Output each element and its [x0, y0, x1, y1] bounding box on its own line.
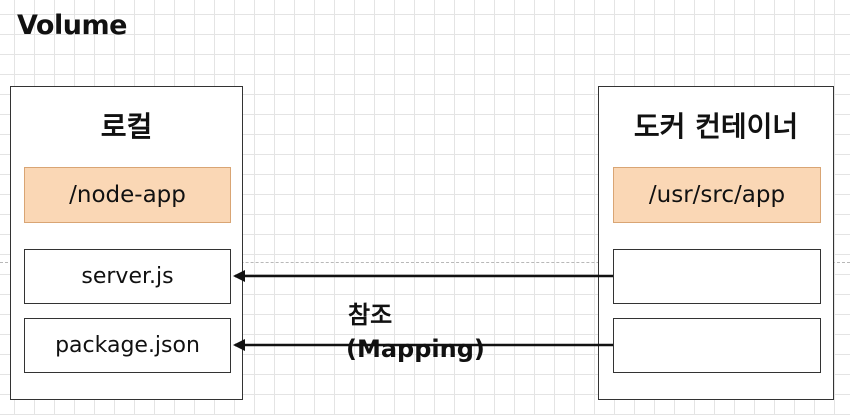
local-panel-title: 로컬	[100, 110, 153, 143]
mapping-label: 참조 (Mapping)	[346, 298, 485, 366]
dashed-guide-line	[0, 262, 850, 263]
mapping-label-korean: 참조	[348, 301, 393, 329]
docker-panel-title: 도커 컨테이너	[633, 110, 799, 143]
local-file-server-js: server.js	[24, 249, 231, 304]
local-path-box: /node-app	[24, 167, 231, 223]
docker-path-box: /usr/src/app	[613, 167, 821, 223]
local-file-package-json: package.json	[24, 318, 231, 373]
docker-file-box-2	[613, 318, 821, 373]
mapping-label-english: (Mapping)	[346, 335, 485, 363]
docker-file-box-1	[613, 249, 821, 304]
diagram-title: Volume	[17, 10, 127, 41]
